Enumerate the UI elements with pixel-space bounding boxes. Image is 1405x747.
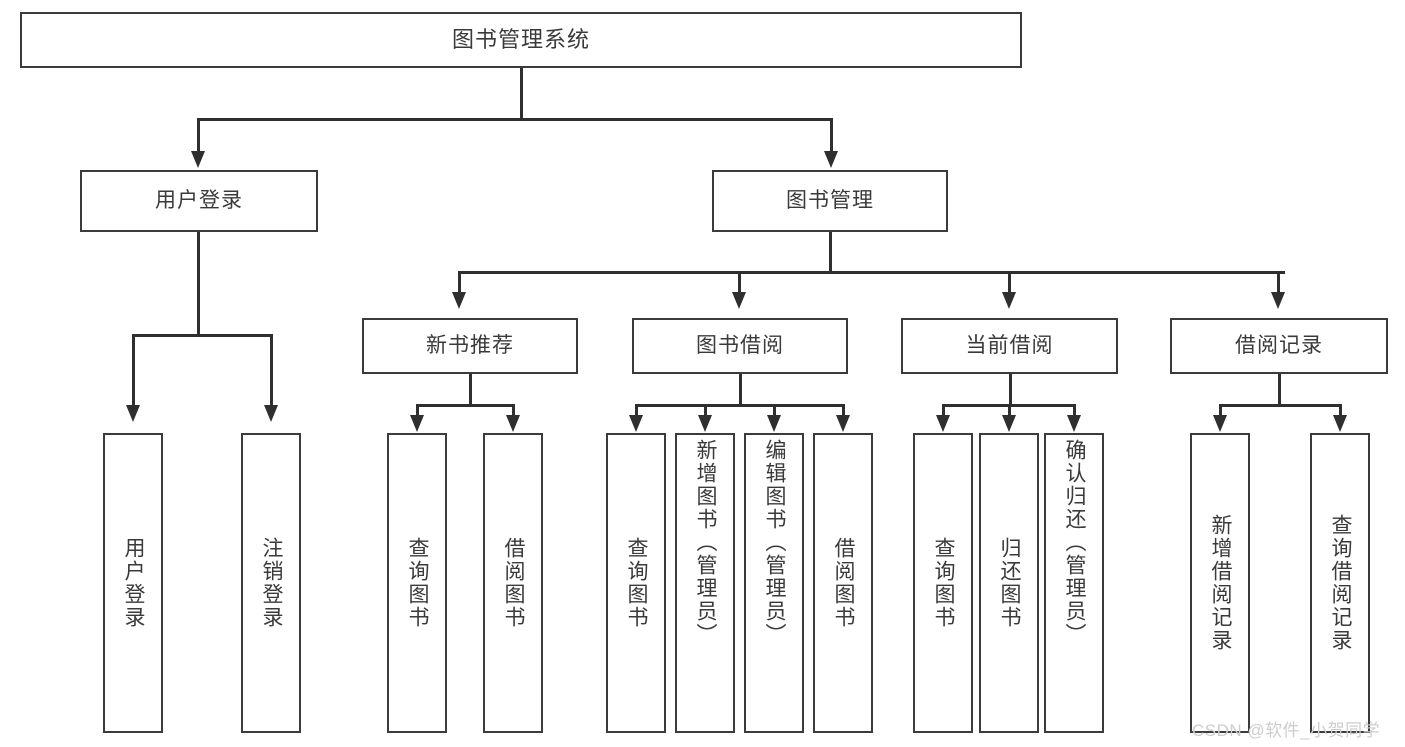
edge-user-login-stem xyxy=(197,232,200,336)
node-current-borrow[interactable]: 当前借阅 xyxy=(901,318,1118,374)
node-root-system[interactable]: 图书管理系统 xyxy=(20,12,1022,68)
node-book-manage[interactable]: 图书管理 xyxy=(712,170,948,232)
edge-book-borrow-bus xyxy=(635,404,844,407)
arrow-br-add xyxy=(1213,415,1227,432)
edge-drop-cb-return xyxy=(1008,404,1011,416)
arrow-book-manage xyxy=(824,151,838,168)
arrow-nb-borrow xyxy=(506,415,520,432)
arrow-bb-borrow xyxy=(836,415,850,432)
node-book-borrow[interactable]: 图书借阅 xyxy=(632,318,848,374)
edge-drop-bb-edit xyxy=(773,404,776,416)
edge-new-book-bus xyxy=(416,404,515,407)
arrow-leaf-logout xyxy=(264,405,278,422)
edge-drop-nb-query xyxy=(416,404,419,416)
arrow-nb-query xyxy=(410,415,424,432)
edge-drop-book-borrow xyxy=(738,271,741,293)
arrow-bb-query xyxy=(629,415,643,432)
leaf-user-login[interactable]: 用户登录 xyxy=(103,433,163,733)
leaf-bb-borrow-book[interactable]: 借阅图书 xyxy=(813,433,873,733)
arrow-br-query xyxy=(1333,415,1347,432)
arrow-leaf-user-login xyxy=(126,405,140,422)
leaf-cb-query-book[interactable]: 查询图书 xyxy=(913,433,973,733)
edge-current-borrow-stem xyxy=(1009,374,1012,406)
arrow-cb-confirm xyxy=(1067,415,1081,432)
arrow-current-borrow xyxy=(1002,292,1016,309)
edge-drop-nb-borrow xyxy=(512,404,515,416)
edge-root-stem xyxy=(520,68,523,120)
arrow-borrow-record xyxy=(1271,292,1285,309)
edge-drop-cb-query xyxy=(942,404,945,416)
leaf-cb-return-book[interactable]: 归还图书 xyxy=(979,433,1039,733)
edge-drop-cb-confirm xyxy=(1073,404,1076,416)
edge-drop-bb-query xyxy=(635,404,638,416)
leaf-cb-confirm-return[interactable]: 确认归还（管理员） xyxy=(1044,433,1104,733)
edge-new-book-stem xyxy=(469,374,472,406)
edge-user-login-bus xyxy=(132,334,272,337)
node-user-login[interactable]: 用户登录 xyxy=(80,170,318,232)
edge-drop-bb-add xyxy=(704,404,707,416)
leaf-nb-query-book[interactable]: 查询图书 xyxy=(387,433,447,733)
edge-level3-bus xyxy=(458,271,1285,274)
edge-drop-br-add xyxy=(1219,404,1222,416)
leaf-logout[interactable]: 注销登录 xyxy=(241,433,301,733)
edge-drop-bb-borrow xyxy=(842,404,845,416)
edge-drop-leaf-logout xyxy=(270,334,273,406)
arrow-book-borrow xyxy=(732,292,746,309)
csdn-watermark: CSDN @软件_小贺同学 xyxy=(1192,721,1381,740)
edge-level1-bus xyxy=(197,118,833,121)
edge-book-manage-stem xyxy=(829,232,832,274)
arrow-new-book xyxy=(452,292,466,309)
leaf-bb-query-book[interactable]: 查询图书 xyxy=(606,433,666,733)
arrow-cb-query xyxy=(936,415,950,432)
node-new-book-recommend[interactable]: 新书推荐 xyxy=(362,318,578,374)
leaf-bb-edit-book[interactable]: 编辑图书（管理员） xyxy=(744,433,804,733)
leaf-br-add-record[interactable]: 新增借阅记录 xyxy=(1190,433,1250,733)
node-borrow-record[interactable]: 借阅记录 xyxy=(1170,318,1388,374)
edge-drop-new-book xyxy=(458,271,461,293)
edge-drop-br-query xyxy=(1339,404,1342,416)
edge-drop-leaf-user-login xyxy=(132,334,135,406)
arrow-user-login xyxy=(191,151,205,168)
edge-borrow-record-stem xyxy=(1278,374,1281,406)
arrow-bb-add xyxy=(698,415,712,432)
arrow-bb-edit xyxy=(767,415,781,432)
edge-drop-borrow-record xyxy=(1277,271,1280,293)
edge-drop-current-borrow xyxy=(1008,271,1011,293)
edge-book-borrow-stem xyxy=(739,374,742,406)
edge-drop-book-manage xyxy=(830,118,833,152)
leaf-br-query-record[interactable]: 查询借阅记录 xyxy=(1310,433,1370,733)
edge-borrow-record-bus xyxy=(1219,404,1341,407)
leaf-bb-add-book[interactable]: 新增图书（管理员） xyxy=(675,433,735,733)
leaf-nb-borrow-book[interactable]: 借阅图书 xyxy=(483,433,543,733)
arrow-cb-return xyxy=(1002,415,1016,432)
edge-drop-user-login xyxy=(197,118,200,152)
